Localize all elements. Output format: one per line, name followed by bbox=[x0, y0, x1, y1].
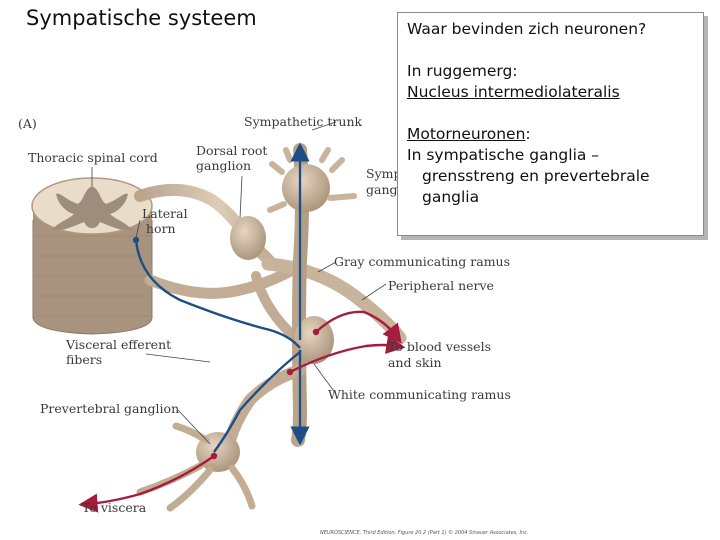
postganglionic-axons bbox=[78, 310, 406, 513]
question-line: Waar bevinden zich neuronen? bbox=[407, 20, 647, 38]
motorneuron-term: Motorneuronen bbox=[407, 125, 526, 143]
ganglia-line: In sympatische ganglia – bbox=[407, 146, 600, 164]
nucleus-line: Nucleus intermediolateralis bbox=[407, 83, 620, 101]
label-peripheral-nerve: Peripheral nerve bbox=[388, 278, 494, 293]
label-symp-partial: Symp bbox=[366, 166, 401, 181]
spinal-cord bbox=[31, 177, 153, 335]
label-and-skin: and skin bbox=[388, 355, 442, 370]
ganglia-end-line: ganglia bbox=[422, 188, 480, 206]
visceral-branches bbox=[136, 364, 306, 512]
label-dorsal-root-ganglion: ganglion bbox=[196, 158, 251, 173]
spinal-cord-line: In ruggemerg: bbox=[407, 62, 518, 80]
label-prevertebral-ganglion: Prevertebral ganglion bbox=[40, 401, 179, 416]
label-fibers: fibers bbox=[66, 352, 102, 367]
label-visceral-efferent: Visceral efferent bbox=[65, 337, 171, 352]
label-thoracic-spinal-cord: Thoracic spinal cord bbox=[28, 150, 158, 165]
label-sympathetic-trunk: Sympathetic trunk bbox=[244, 114, 362, 129]
panel-label: (A) bbox=[18, 116, 37, 131]
motorneuron-colon: : bbox=[525, 125, 531, 143]
label-lateral: Lateral bbox=[142, 206, 188, 221]
figure-credit: NEUROSCIENCE, Third Edition, Figure 20.2… bbox=[320, 529, 528, 536]
label-blood-vessels: To blood vessels bbox=[388, 339, 491, 354]
label-horn: horn bbox=[146, 221, 176, 236]
label-gray-communicating-ramus: Gray communicating ramus bbox=[334, 254, 510, 269]
motorneuron-line: Motorneuronen: bbox=[407, 124, 695, 145]
slide-title: Sympatische systeem bbox=[26, 6, 257, 30]
label-white-communicating-ramus: White communicating ramus bbox=[328, 387, 511, 402]
label-gangl-partial: gangl bbox=[366, 182, 402, 197]
leader-lines bbox=[91, 121, 387, 445]
preganglionic-axons bbox=[132, 142, 310, 453]
label-dorsal-root: Dorsal root bbox=[196, 143, 267, 158]
grensstreng-line: grensstreng en prevertebrale bbox=[422, 167, 650, 185]
label-to-viscera: To viscera bbox=[82, 500, 147, 515]
info-textbox: Waar bevinden zich neuronen? In ruggemer… bbox=[397, 12, 704, 236]
